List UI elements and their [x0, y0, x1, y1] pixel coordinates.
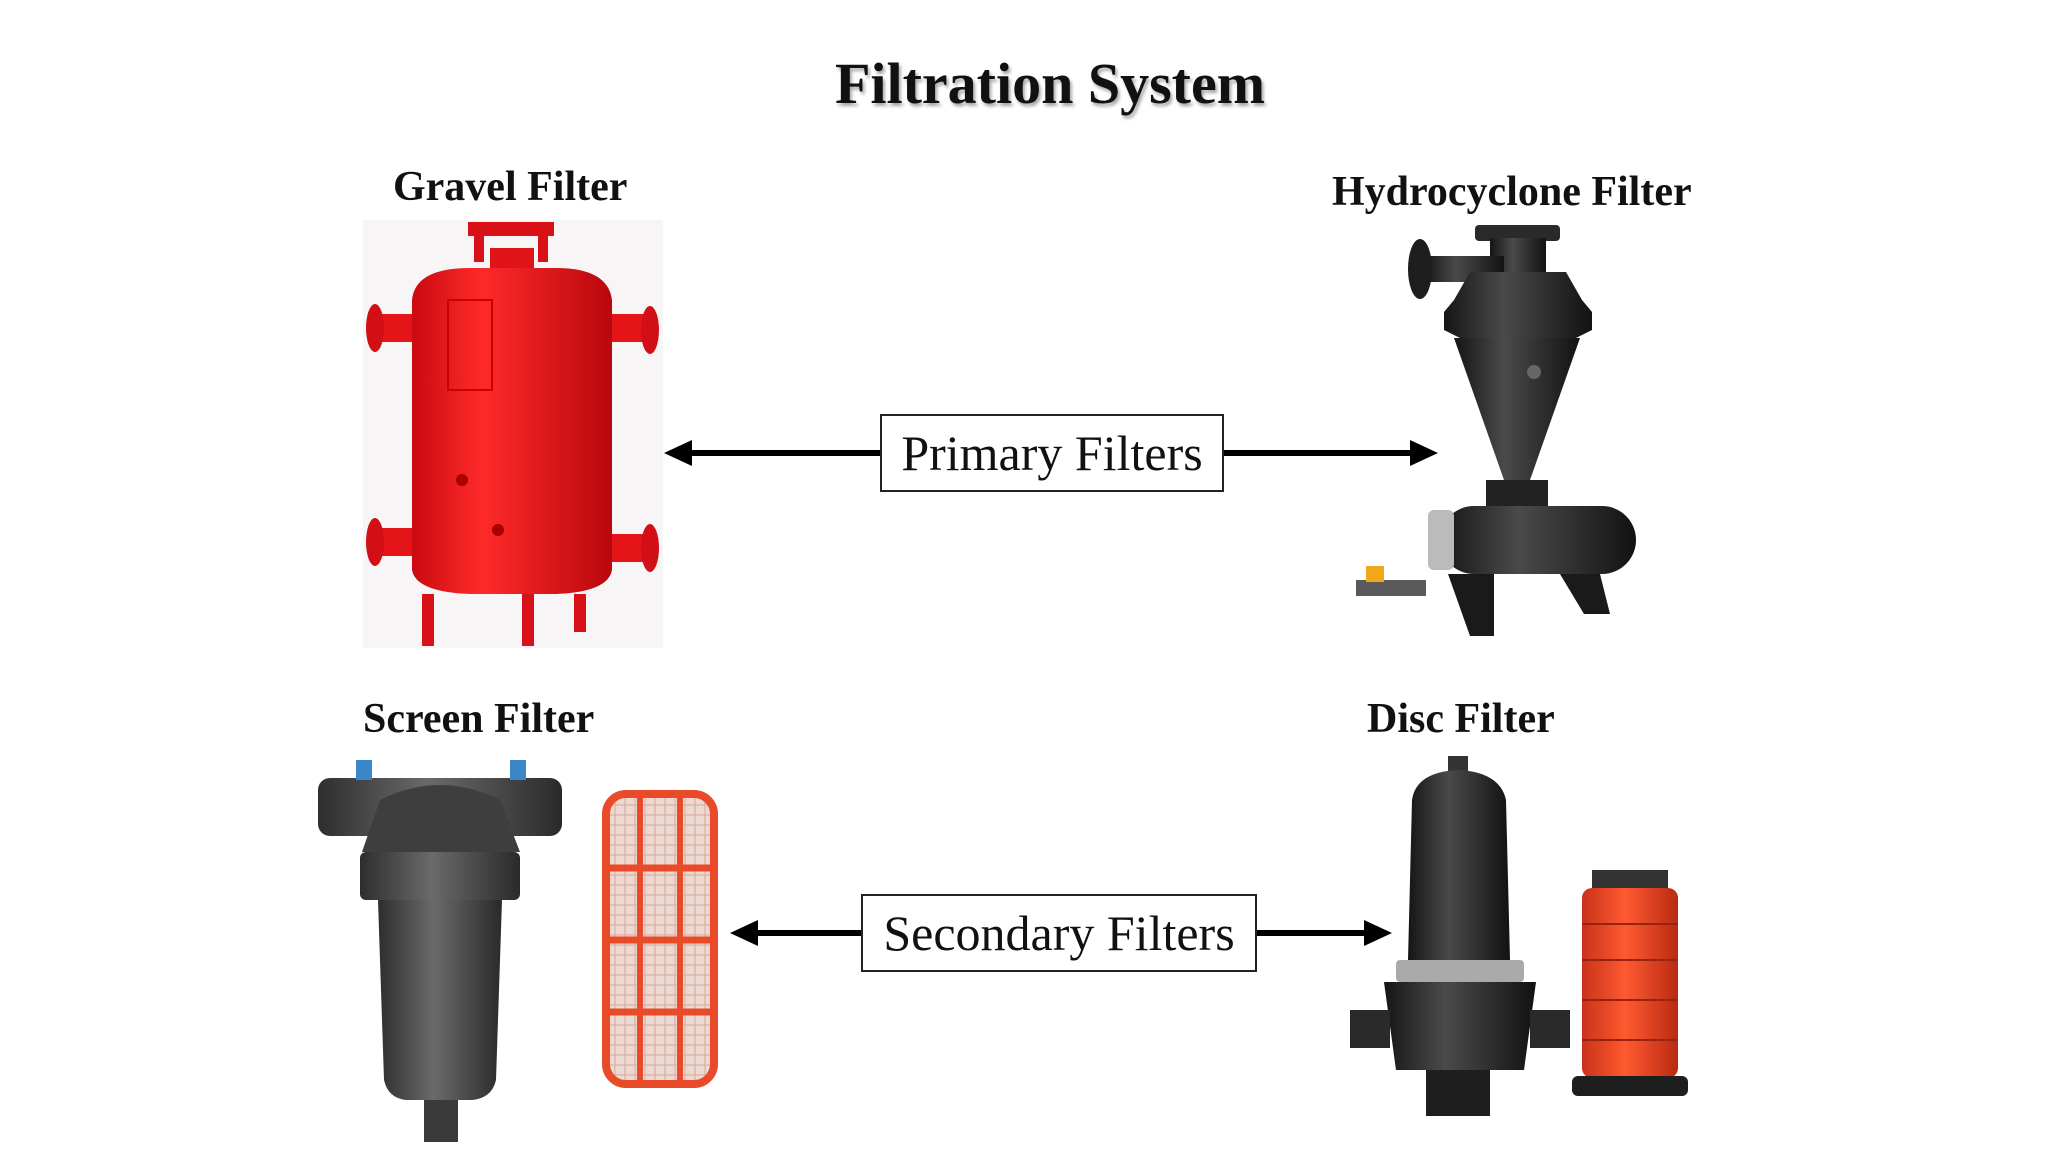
- primary-arrow-left: [664, 440, 880, 466]
- primary-filters-box: Primary Filters: [880, 414, 1224, 492]
- primary-arrow-right: [1224, 440, 1438, 466]
- gravel-filter-image: [363, 220, 663, 648]
- page-title: Filtration System: [834, 51, 1266, 116]
- disc-filter-label: Disc Filter: [1367, 696, 1555, 742]
- hydrocyclone-filter-label: Hydrocyclone Filter: [1332, 169, 1692, 215]
- screen-filter-image: [318, 760, 718, 1142]
- secondary-arrow-right: [1256, 920, 1392, 946]
- secondary-arrow-left: [730, 920, 862, 946]
- disc-filter-image: [1350, 756, 1688, 1116]
- screen-filter-label: Screen Filter: [363, 696, 595, 742]
- hydrocyclone-filter-image: [1356, 225, 1636, 636]
- gravel-filter-label: Gravel Filter: [393, 164, 628, 210]
- secondary-filters-box: Secondary Filters: [861, 894, 1257, 972]
